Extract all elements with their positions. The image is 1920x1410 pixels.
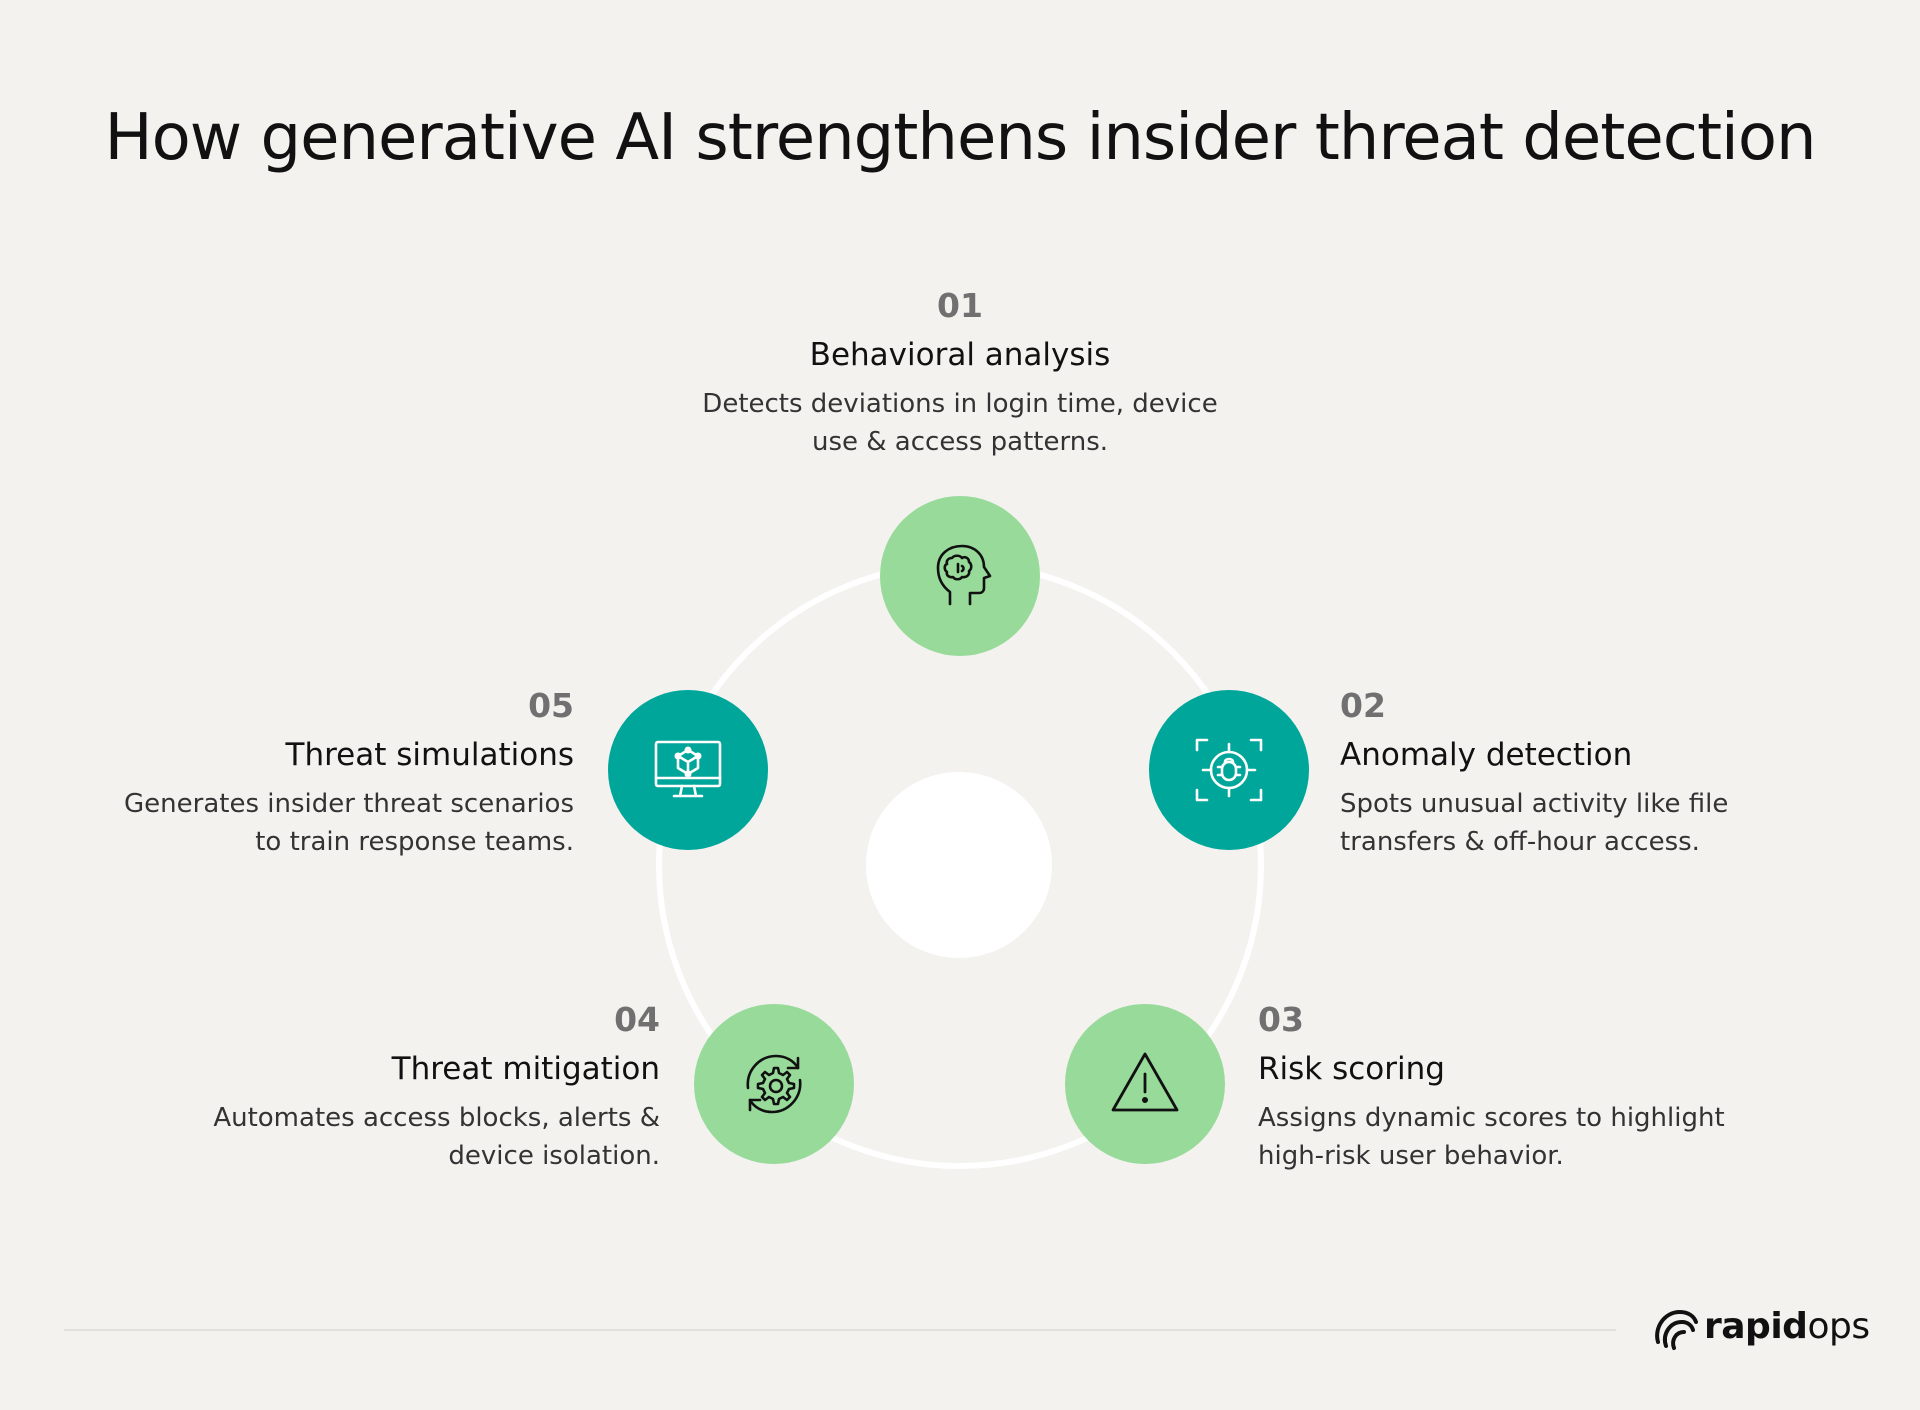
page-title: How generative AI strengthens insider th… xyxy=(104,101,1816,175)
step-03-text: 03 Risk scoring Assigns dynamic scores t… xyxy=(1258,1000,1818,1176)
step-heading: Anomaly detection xyxy=(1340,736,1633,773)
step-01-text: 01 Behavioral analysis Detects deviation… xyxy=(660,286,1260,462)
step-number: 05 xyxy=(528,686,574,725)
step-description: Detects deviations in login time, device… xyxy=(660,386,1260,461)
step-number: 03 xyxy=(1258,1000,1304,1039)
step-01-circle xyxy=(880,496,1040,656)
step-05-text: 05 Threat simulations Generates insider … xyxy=(54,686,574,862)
step-description-line: use & access patterns. xyxy=(811,427,1109,458)
head-brain-icon xyxy=(936,544,992,606)
step-description-line: Generates insider threat scenarios xyxy=(124,789,574,820)
step-number: 01 xyxy=(937,286,983,325)
step-heading: Threat simulations xyxy=(285,736,574,773)
step-number: 02 xyxy=(1340,686,1386,725)
bug-target-icon xyxy=(1195,738,1263,802)
footer-divider xyxy=(64,1329,1616,1331)
gear-refresh-icon xyxy=(746,1054,802,1114)
step-04-text: 04 Threat mitigation Automates access bl… xyxy=(100,1000,660,1176)
step-description: Spots unusual activity like file transfe… xyxy=(1340,786,1860,861)
step-description-line: Detects deviations in login time, device xyxy=(702,389,1218,420)
step-description-line: Automates access blocks, alerts & xyxy=(213,1103,660,1134)
rapidops-logo-icon xyxy=(1655,1309,1698,1350)
step-description-line: Assigns dynamic scores to highlight xyxy=(1258,1103,1725,1134)
step-description-line: to train response teams. xyxy=(255,827,574,858)
step-description: Assigns dynamic scores to highlight high… xyxy=(1258,1100,1818,1175)
logo-word-light: ops xyxy=(1807,1306,1870,1347)
logo-word-bold: rapid xyxy=(1704,1306,1808,1347)
step-description-line: Spots unusual activity like file xyxy=(1340,789,1729,820)
step-04-circle xyxy=(694,1004,854,1164)
center-disc xyxy=(866,772,1052,958)
step-02-text: 02 Anomaly detection Spots unusual activ… xyxy=(1340,686,1860,862)
rapidops-wordmark: rapidops xyxy=(1704,1309,1870,1345)
step-description-line: device isolation. xyxy=(448,1141,660,1172)
step-03-circle xyxy=(1065,1004,1225,1164)
step-description-line: transfers & off-hour access. xyxy=(1340,827,1700,858)
warning-triangle-icon xyxy=(1111,1052,1179,1112)
step-heading: Threat mitigation xyxy=(391,1050,660,1087)
step-number: 04 xyxy=(614,1000,660,1039)
step-heading: Behavioral analysis xyxy=(809,336,1111,373)
step-02-circle xyxy=(1149,690,1309,850)
step-heading: Risk scoring xyxy=(1258,1050,1445,1087)
rapidops-logo: rapidops xyxy=(1650,1302,1870,1352)
monitor-cube-icon xyxy=(654,740,722,798)
step-05-circle xyxy=(608,690,768,850)
step-description-line: high-risk user behavior. xyxy=(1258,1141,1564,1172)
step-description: Automates access blocks, alerts & device… xyxy=(100,1100,660,1175)
step-description: Generates insider threat scenarios to tr… xyxy=(54,786,574,861)
